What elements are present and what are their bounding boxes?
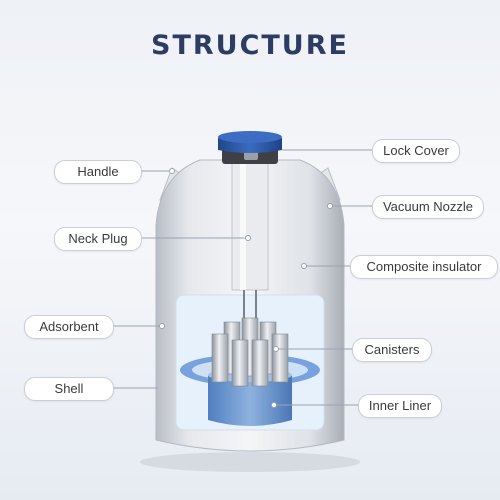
label-canisters: Canisters — [352, 338, 432, 362]
label-neck-plug: Neck Plug — [54, 227, 142, 251]
inner-liner — [208, 375, 292, 426]
label-inner-liner: Inner Liner — [358, 394, 442, 418]
label-lock-cover: Lock Cover — [372, 139, 460, 163]
label-vacuum-nozzle: Vacuum Nozzle — [372, 195, 484, 219]
neck-tube — [232, 160, 268, 290]
label-shell: Shell — [24, 377, 114, 401]
label-composite-insulator: Composite insulator — [350, 255, 498, 279]
floor-shadow — [140, 452, 360, 472]
label-adsorbent: Adsorbent — [24, 315, 114, 339]
label-handle: Handle — [54, 160, 142, 184]
